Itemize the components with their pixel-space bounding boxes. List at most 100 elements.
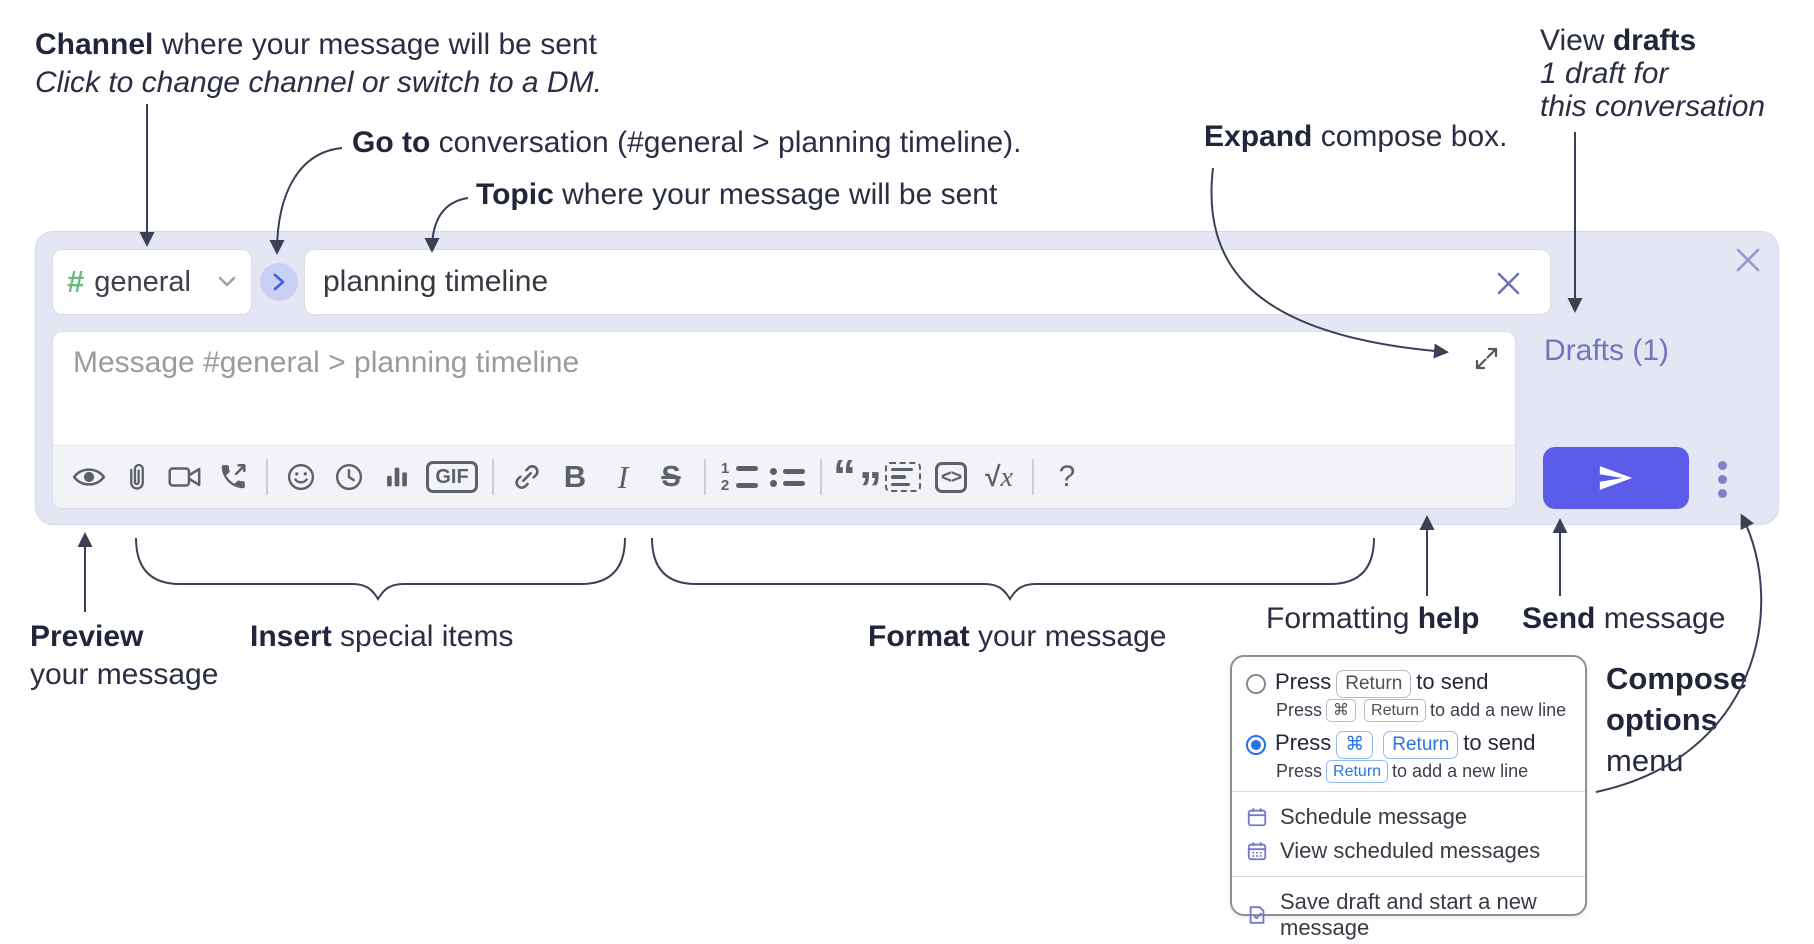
menu-divider xyxy=(1232,876,1585,877)
annotation-topic: Topic where your message will be sent xyxy=(476,176,997,214)
go-to-conversation-button[interactable] xyxy=(260,263,298,301)
chevron-right-icon xyxy=(273,273,285,291)
annotation-compose-options: Compose options menu xyxy=(1606,658,1747,781)
annotation-help-bold: help xyxy=(1417,602,1480,635)
annotation-channel-bold: Channel xyxy=(35,28,154,61)
annotation-channel: Channel where your message will be sent … xyxy=(35,26,602,102)
emoji-icon[interactable] xyxy=(277,462,325,492)
annotation-preview-bold: Preview xyxy=(30,620,144,653)
annotation-format-rest: your message xyxy=(969,620,1167,653)
annotation-insert-bold: Insert xyxy=(250,620,332,653)
channel-selector[interactable]: # general xyxy=(52,249,252,315)
annotation-compose-options-line2: options xyxy=(1606,702,1718,737)
key-cmd: ⌘ xyxy=(1326,699,1357,722)
voice-call-icon[interactable] xyxy=(209,462,257,492)
menu-item-view-scheduled[interactable]: View scheduled messages xyxy=(1246,834,1573,868)
code-icon[interactable]: <> xyxy=(927,461,975,493)
toolbar-divider xyxy=(1032,459,1034,495)
key-return: Return xyxy=(1383,731,1459,759)
annotation-preview-line2: your message xyxy=(30,658,219,691)
annotation-topic-bold: Topic xyxy=(476,178,554,211)
topic-input[interactable] xyxy=(305,250,1550,314)
annotation-goto: Go to conversation (#general > planning … xyxy=(352,124,1022,162)
annotation-send-rest: message xyxy=(1595,602,1726,635)
bold-icon[interactable]: B xyxy=(563,459,587,494)
annotation-preview: Preview your message xyxy=(30,618,218,694)
toolbar-divider xyxy=(704,459,706,495)
topic-input-box xyxy=(304,249,1551,315)
annotation-channel-sub: Click to change channel or switch to a D… xyxy=(35,66,602,99)
annotation-insert-rest: special items xyxy=(331,620,514,653)
italic-icon[interactable]: I xyxy=(617,458,629,495)
key-return: Return xyxy=(1364,699,1427,722)
annotation-expand-bold: Expand xyxy=(1204,120,1313,153)
annotation-expand: Expand compose box. xyxy=(1204,118,1507,156)
document-check-icon xyxy=(1249,906,1265,924)
annotation-format-bold: Format xyxy=(868,620,970,653)
channel-name: general xyxy=(94,265,191,298)
message-input[interactable] xyxy=(53,332,1515,445)
toolbar-divider xyxy=(266,459,268,495)
annotation-send-bold: Send xyxy=(1522,602,1596,635)
annotation-drafts: View drafts 1 draft for this conversatio… xyxy=(1540,24,1765,123)
radio-selected-icon[interactable] xyxy=(1246,734,1266,755)
annotation-send: Send message xyxy=(1522,600,1725,638)
compose-box: # general xyxy=(35,231,1779,525)
channel-hash-icon: # xyxy=(67,264,85,299)
time-icon[interactable] xyxy=(325,462,373,492)
math-icon[interactable]: √x xyxy=(985,460,1013,493)
toolbar-divider xyxy=(492,459,494,495)
compose-options-menu-icon[interactable] xyxy=(1708,456,1736,502)
link-icon[interactable] xyxy=(503,462,551,492)
message-area: GIF B I S 1 2 xyxy=(52,331,1516,514)
annotation-topic-rest: where your message will be sent xyxy=(553,178,998,211)
attach-file-icon[interactable] xyxy=(113,462,161,492)
annotation-goto-rest: conversation (#general > planning timeli… xyxy=(430,126,1022,159)
annotation-format: Format your message xyxy=(868,618,1166,656)
gif-icon[interactable]: GIF xyxy=(421,461,483,493)
numbered-list-icon[interactable]: 1 2 xyxy=(715,461,763,493)
key-return: Return xyxy=(1336,670,1412,698)
brace-format xyxy=(651,537,1375,601)
expand-compose-icon[interactable] xyxy=(1473,345,1500,377)
drafts-link[interactable]: Drafts (1) xyxy=(1544,334,1670,367)
menu-item-schedule-message[interactable]: Schedule message xyxy=(1246,800,1573,834)
key-cmd: ⌘ xyxy=(1336,731,1374,759)
video-call-icon[interactable] xyxy=(161,465,209,489)
menu-item-save-draft[interactable]: Save draft and start a new message xyxy=(1246,885,1573,944)
annotation-drafts-bold: drafts xyxy=(1612,24,1697,57)
toolbar-divider xyxy=(820,459,822,495)
calendar-icon xyxy=(1247,808,1267,827)
menu-divider xyxy=(1232,791,1585,792)
calendar-dots-icon xyxy=(1247,842,1267,861)
key-return: Return xyxy=(1326,760,1389,783)
preview-icon[interactable] xyxy=(65,465,113,489)
annotation-channel-rest: where your message will be sent xyxy=(153,28,597,61)
brace-insert xyxy=(135,537,626,601)
strikethrough-icon[interactable]: S xyxy=(661,460,681,493)
annotation-compose-options-line3: menu xyxy=(1606,743,1684,778)
send-button[interactable] xyxy=(1543,447,1689,509)
poll-icon[interactable] xyxy=(373,463,421,491)
annotation-drafts-line2: 1 draft for xyxy=(1540,57,1669,90)
annotation-help: Formatting help xyxy=(1266,600,1479,638)
quote-icon[interactable]: “ ” xyxy=(833,450,882,514)
close-compose-icon[interactable] xyxy=(1730,242,1766,278)
compose-toolbar: GIF B I S 1 2 xyxy=(53,445,1515,514)
annotation-help-pre: Formatting xyxy=(1266,602,1418,635)
annotation-drafts-pre: View xyxy=(1540,24,1613,57)
annotation-drafts-line3: this conversation xyxy=(1540,90,1766,123)
annotation-goto-bold: Go to xyxy=(352,126,431,159)
bulleted-list-icon[interactable] xyxy=(763,467,811,487)
spoiler-icon[interactable] xyxy=(879,462,927,492)
send-icon xyxy=(1599,466,1633,490)
formatting-help-icon[interactable]: ? xyxy=(1058,460,1076,493)
topic-clear-icon[interactable] xyxy=(1495,270,1522,302)
radio-unselected-icon[interactable] xyxy=(1246,673,1266,694)
